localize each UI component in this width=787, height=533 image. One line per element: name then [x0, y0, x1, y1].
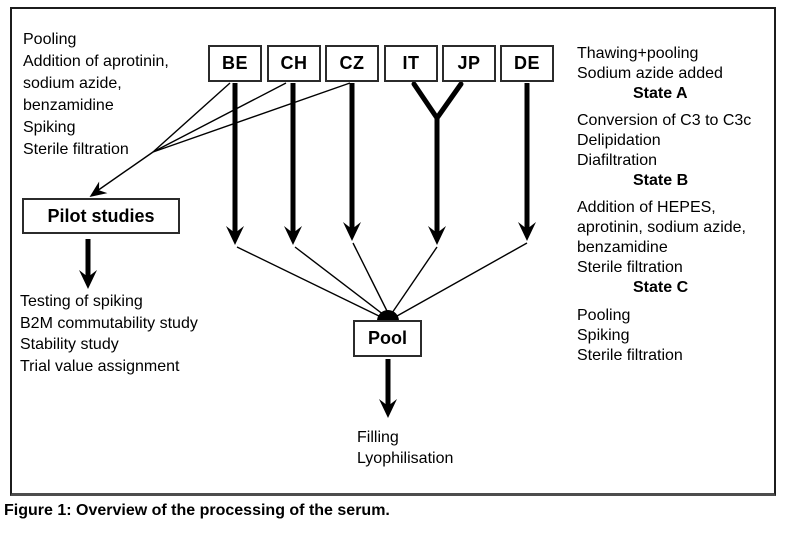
state-step: Sterile filtration	[577, 347, 683, 364]
state-step: Sodium azide added	[577, 65, 723, 82]
process-step: Pooling	[23, 31, 77, 48]
process-step: benzamidine	[23, 97, 114, 114]
process-step: Spiking	[23, 119, 76, 136]
state-step: Sterile filtration	[577, 259, 683, 276]
pilot-test-item: Testing of spiking	[20, 293, 143, 310]
country-label: IT	[402, 53, 420, 73]
pool-box: Pool	[353, 320, 422, 357]
pool-label: Pool	[368, 328, 407, 348]
state-step: Spiking	[577, 327, 630, 344]
country-label: DE	[513, 53, 540, 73]
final-step: Filling	[357, 429, 399, 446]
final-step: Lyophilisation	[357, 450, 454, 467]
country-label: JP	[457, 53, 481, 73]
pilot-test-item: B2M commutability study	[20, 314, 198, 332]
country-box-it: IT	[384, 45, 438, 82]
country-label: CZ	[339, 53, 365, 73]
country-box-jp: JP	[442, 45, 496, 82]
process-step: Sterile filtration	[23, 141, 129, 158]
state-step: Delipidation	[577, 132, 661, 149]
state-step: Addition of HEPES,	[577, 199, 716, 216]
state-b-label: State B	[633, 172, 689, 189]
state-step: benzamidine	[577, 239, 668, 256]
pilot-tests-block: Testing of spiking B2M commutability stu…	[20, 291, 198, 377]
figure-caption: Figure 1: Overview of the processing of …	[4, 502, 390, 519]
state-c-section: Addition of HEPES, aprotinin, sodium azi…	[577, 198, 746, 298]
country-box-ch: CH	[267, 45, 321, 82]
country-box-de: DE	[500, 45, 554, 82]
state-a-section: Thawing+pooling Sodium azide added State…	[577, 44, 723, 104]
state-b-section: Conversion of C3 to C3c Delipidation Dia…	[577, 111, 751, 191]
country-label: CH	[280, 53, 308, 73]
state-step: Thawing+pooling	[577, 45, 699, 62]
country-box-cz: CZ	[325, 45, 379, 82]
process-step: Addition of aprotinin,	[23, 53, 169, 70]
state-c-label: State C	[633, 279, 689, 296]
country-box-be: BE	[208, 45, 262, 82]
pilot-test-item: Trial value assignment	[20, 357, 180, 375]
state-step: aprotinin, sodium azide,	[577, 219, 746, 236]
state-a-label: State A	[633, 85, 688, 102]
pilot-test-item: Stability study	[20, 336, 119, 353]
state-step: Diafiltration	[577, 152, 658, 169]
final-pooling-section: Pooling Spiking Sterile filtration	[577, 306, 683, 366]
final-steps-block: Filling Lyophilisation	[357, 427, 453, 469]
country-label: BE	[221, 53, 248, 73]
state-step: Conversion of C3 to C3c	[577, 112, 752, 129]
pilot-studies-label: Pilot studies	[47, 205, 155, 226]
process-step: sodium azide,	[23, 75, 122, 92]
pre-shipment-steps-block: Pooling Addition of aprotinin, sodium az…	[23, 29, 169, 161]
state-step: Pooling	[577, 307, 631, 324]
pilot-studies-box: Pilot studies	[22, 198, 180, 234]
